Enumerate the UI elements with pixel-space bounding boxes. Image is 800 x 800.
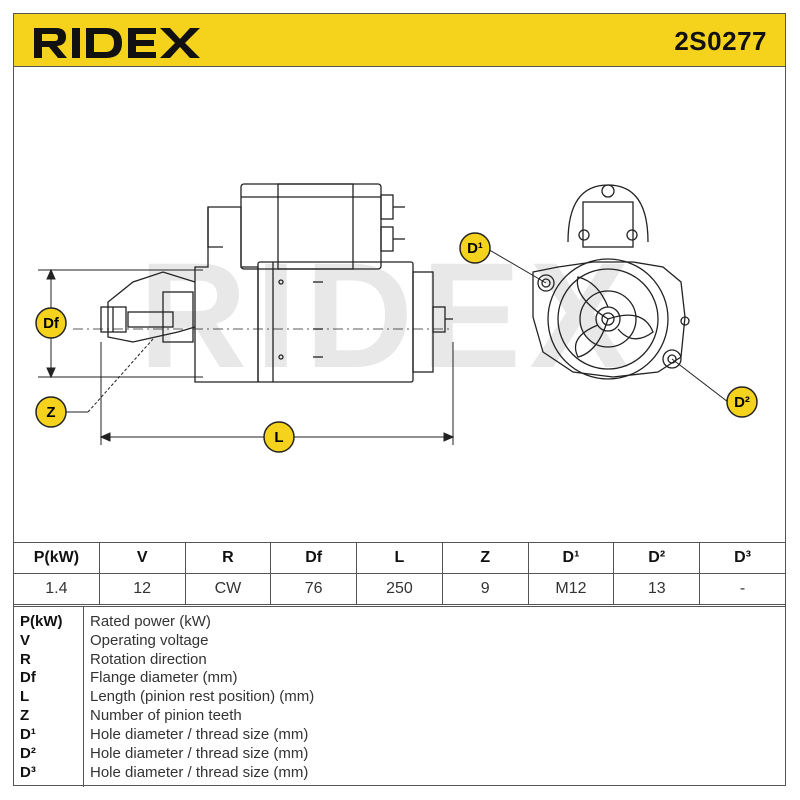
spec-header: P(kW) — [13, 542, 100, 574]
df-label: Df — [43, 315, 60, 332]
header-bar: 2S0277 — [13, 13, 786, 67]
spec-value: 1.4 — [13, 573, 100, 605]
legend-key: P(kW) — [20, 613, 63, 630]
z-badge — [35, 396, 67, 428]
spec-value: M12 — [527, 573, 615, 605]
legend-text: Flange diameter (mm) — [90, 669, 238, 686]
legend-key-column — [13, 607, 84, 787]
d2-label: D² — [734, 394, 750, 411]
spec-header: D² — [613, 542, 701, 574]
legend-text: Hole diameter / thread size (mm) — [90, 726, 309, 743]
legend: P(kW) Rated power (kW) V Operating volta… — [13, 606, 786, 787]
part-number: 2S0277 — [674, 26, 767, 56]
legend-text: Hole diameter / thread size (mm) — [90, 764, 309, 781]
legend-key: Df — [20, 669, 36, 686]
spec-header: D³ — [699, 542, 786, 574]
spec-value: 9 — [441, 573, 529, 605]
d1-label: D¹ — [467, 240, 483, 257]
spec-header-row: P(kW) V R Df L Z D¹ D² D³ — [13, 542, 786, 574]
d1-badge — [459, 232, 491, 264]
spec-value: 76 — [270, 573, 358, 605]
legend-key: L — [20, 688, 30, 705]
spec-value: 12 — [98, 573, 186, 605]
l-label: L — [274, 429, 283, 446]
spec-header: Z — [441, 542, 529, 574]
legend-text: Length (pinion rest position) (mm) — [90, 688, 315, 705]
d1-leader — [485, 247, 547, 284]
d2-badge — [726, 386, 758, 418]
spec-table: P(kW) V R Df L Z D¹ D² D³ 1.4 12 CW 76 2… — [13, 542, 786, 605]
ridex-logo — [34, 28, 200, 58]
spec-value: 250 — [356, 573, 443, 605]
legend-key: V — [20, 632, 31, 649]
spec-header: D¹ — [527, 542, 615, 574]
l-badge — [263, 421, 295, 453]
spec-value: 13 — [613, 573, 701, 605]
spec-value: - — [699, 573, 786, 605]
legend-key: R — [20, 651, 31, 668]
spec-header: V — [98, 542, 186, 574]
legend-key: D² — [20, 745, 36, 762]
spec-header: R — [184, 542, 272, 574]
legend-text: Hole diameter / thread size (mm) — [90, 745, 309, 762]
legend-text: Rotation direction — [90, 651, 207, 668]
starter-front-view — [532, 184, 690, 380]
starter-side-view — [73, 183, 453, 383]
spec-value-row: 1.4 12 CW 76 250 9 M12 13 - — [13, 573, 786, 605]
legend-key: D³ — [20, 764, 36, 781]
spec-header: Df — [270, 542, 358, 574]
z-label: Z — [46, 404, 55, 421]
legend-text: Number of pinion teeth — [90, 707, 242, 724]
watermark-text: RIDEX — [139, 231, 637, 399]
z-leader — [65, 338, 154, 413]
df-badge — [35, 307, 67, 339]
legend-key: Z — [20, 707, 30, 724]
technical-drawing: RIDEX — [35, 183, 758, 453]
spec-value: CW — [184, 573, 272, 605]
legend-text: Rated power (kW) — [90, 613, 211, 630]
legend-text: Operating voltage — [90, 632, 209, 649]
legend-key: D¹ — [20, 726, 36, 743]
spec-header: L — [356, 542, 443, 574]
d2-leader — [671, 358, 729, 403]
